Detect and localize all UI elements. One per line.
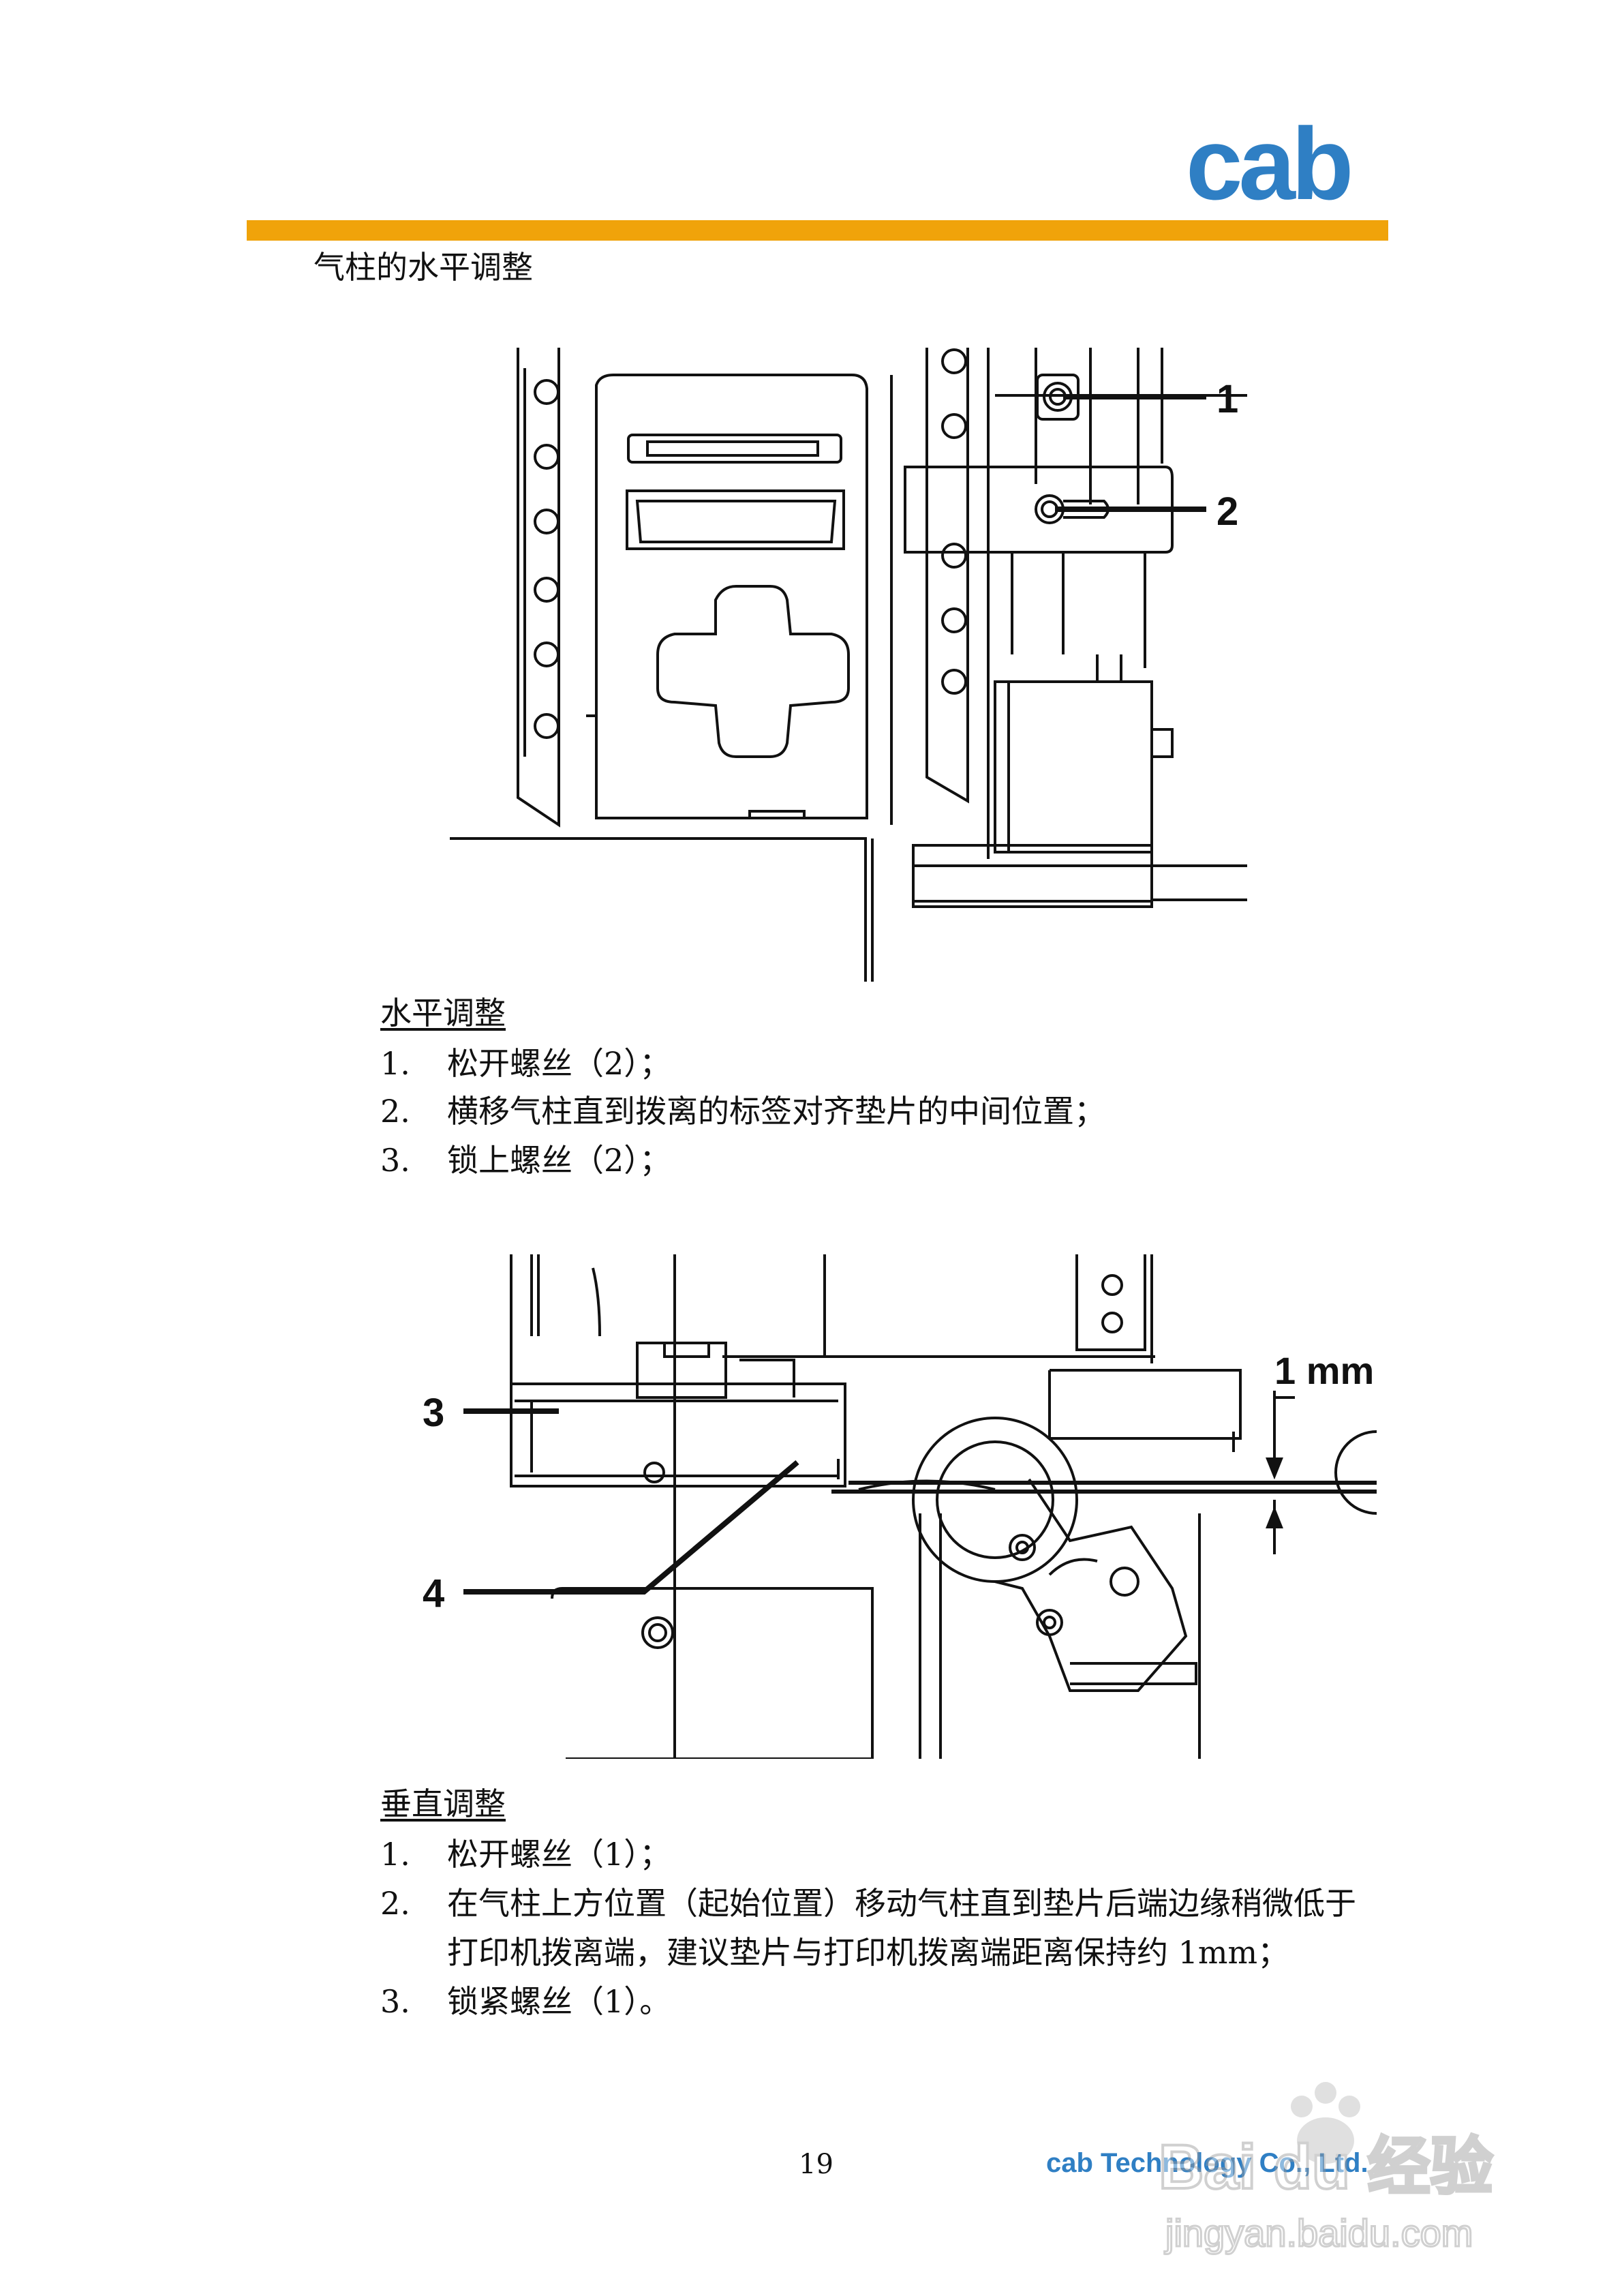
callout-4-label: 4 — [423, 1571, 444, 1616]
figure-horizontal-adjustment: 1 2 — [450, 348, 1247, 982]
step-number: 3. — [380, 1142, 410, 1179]
printer-panel-icon — [586, 374, 868, 819]
step-text: 横移气柱直到拨离的标签对齐垫片的中间位置； — [447, 1093, 1105, 1130]
step-number: 2. — [380, 1093, 410, 1130]
air-column-icon — [904, 348, 1247, 908]
step-number: 1. — [380, 1045, 410, 1082]
header-divider-bar — [247, 220, 1388, 241]
figure-vertical-adjustment: 1 mm 3 4 — [423, 1254, 1377, 1759]
callout-4-line — [463, 1460, 799, 1595]
step-number: 1. — [380, 1836, 410, 1873]
page-number: 19 — [799, 2149, 833, 2180]
step-text: 松开螺丝（2）； — [447, 1045, 671, 1082]
baidu-watermark-icon: Bai du 经验 jingyan.baidu.com — [1157, 2082, 1495, 2256]
callout-2-label: 2 — [1216, 489, 1238, 534]
watermark-brand: Bai du 经验 — [1159, 2132, 1493, 2202]
section-title: 气柱的水平调整 — [313, 249, 533, 286]
cab-logo: cab — [1186, 123, 1354, 211]
logo-text: cab — [1186, 123, 1350, 211]
step-text: 锁紧螺丝（1）。 — [447, 1983, 671, 2020]
watermark-url: jingyan.baidu.com — [1164, 2211, 1473, 2254]
footer-company: cab Technology Co., Ltd. — [1046, 2148, 1368, 2178]
step-text: 松开螺丝（1）； — [447, 1836, 671, 1873]
step-number: 2. — [380, 1885, 410, 1922]
callout-3-label: 3 — [423, 1391, 444, 1435]
step-number: 3. — [380, 1983, 410, 2020]
step-text: 打印机拨离端，建议垫片与打印机拨离端距离保持约 1mm； — [447, 1934, 1289, 1971]
left-chain-icon — [517, 348, 560, 828]
horizontal-adjustment-heading: 水平调整 — [380, 995, 506, 1031]
vertical-adjustment-heading: 垂直调整 — [380, 1785, 506, 1822]
step-text: 锁上螺丝（2）； — [447, 1142, 671, 1179]
step-text: 在气柱上方位置（起始位置）移动气柱直到垫片后端边缘稍微低于 — [447, 1885, 1356, 1922]
dimension-label: 1 mm — [1274, 1349, 1374, 1392]
right-chain-icon — [925, 348, 969, 804]
callout-1-label: 1 — [1216, 377, 1238, 421]
